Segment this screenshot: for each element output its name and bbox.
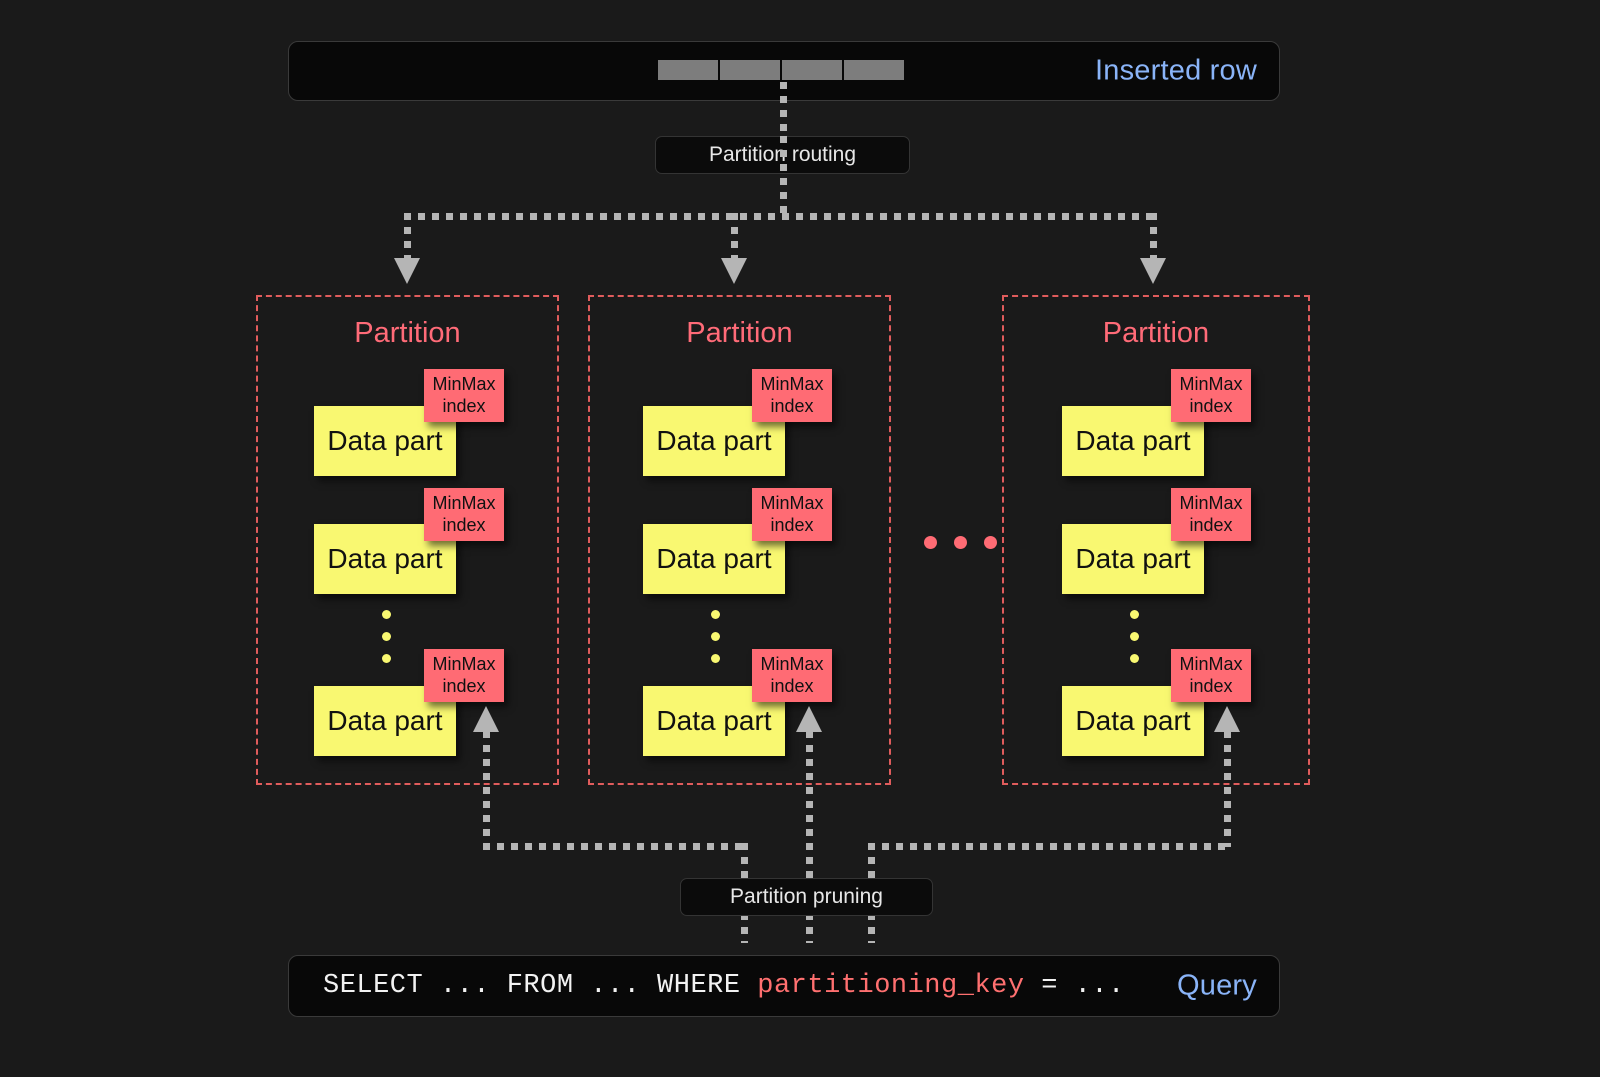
ellipsis-dot (711, 654, 720, 663)
minmax-line-1: MinMax (760, 493, 824, 514)
routing-branch-1 (404, 213, 411, 261)
ellipsis-dot (382, 610, 391, 619)
partition-pruning-label: Partition pruning (730, 885, 883, 908)
partition-box-2: Partition (588, 295, 891, 785)
data-part-box: Data part (314, 686, 456, 756)
partition-box-3: Partition (1002, 295, 1310, 785)
vertical-ellipsis (711, 610, 720, 676)
data-part-label: Data part (1075, 425, 1191, 456)
data-part-box: Data part (314, 406, 456, 476)
minmax-line-2: index (1189, 395, 1233, 416)
query-keyword: partitioning_key (757, 971, 1025, 1001)
minmax-line-2: index (1189, 675, 1233, 696)
routing-branch-3 (1150, 213, 1157, 261)
routing-branch-2 (731, 213, 738, 261)
inserted-row-label: Inserted row (1095, 54, 1257, 87)
ellipsis-dot (382, 632, 391, 641)
data-part-box: Data part (314, 524, 456, 594)
data-part-label: Data part (327, 705, 443, 736)
inserted-row-cells (658, 60, 904, 80)
data-part-label: Data part (1075, 543, 1191, 574)
minmax-line-1: MinMax (1179, 493, 1243, 514)
ellipsis-dot (924, 536, 937, 549)
ellipsis-dot (1130, 654, 1139, 663)
minmax-line-2: index (442, 675, 486, 696)
minmax-line-2: index (770, 395, 814, 416)
pruning-branch-3-vertical (1224, 731, 1231, 847)
data-part-label: Data part (1075, 705, 1191, 736)
partition-title: Partition (354, 317, 461, 349)
minmax-line-1: MinMax (760, 374, 824, 395)
ellipsis-dot (984, 536, 997, 549)
partition-title: Partition (1102, 317, 1210, 349)
minmax-line-2: index (770, 514, 814, 535)
minmax-line-1: MinMax (432, 654, 496, 675)
minmax-line-2: index (1189, 514, 1233, 535)
pruning-branch-2-vertical (806, 731, 813, 943)
ellipsis-dot (1130, 610, 1139, 619)
pruning-arrow-2 (796, 706, 822, 732)
partition-box-1: Partition (256, 295, 559, 785)
data-part-label: Data part (656, 543, 772, 574)
partition-pruning-box: Partition pruning (680, 878, 933, 916)
query-label: Query (1177, 969, 1257, 1002)
pruning-arrow-3 (1214, 706, 1240, 732)
vertical-ellipsis (1130, 610, 1139, 676)
query-code: SELECT ... FROM ... WHERE partitioning_k… (323, 971, 1125, 1001)
minmax-line-2: index (442, 395, 486, 416)
data-part-label: Data part (656, 425, 772, 456)
row-cell (720, 60, 780, 80)
query-panel: SELECT ... FROM ... WHERE partitioning_k… (288, 955, 1280, 1017)
routing-bus-horizontal (404, 213, 1157, 220)
ellipsis-dot (382, 654, 391, 663)
routing-arrow-2 (721, 258, 747, 284)
minmax-line-1: MinMax (432, 493, 496, 514)
minmax-line-1: MinMax (1179, 654, 1243, 675)
row-cell (782, 60, 842, 80)
minmax-line-1: MinMax (432, 374, 496, 395)
query-suffix: = ... (1024, 971, 1125, 1001)
ellipsis-dot (1130, 632, 1139, 641)
pruning-branch-1-horizontal (483, 843, 748, 850)
minmax-line-2: index (770, 675, 814, 696)
minmax-line-1: MinMax (1179, 374, 1243, 395)
partition-title: Partition (686, 317, 793, 349)
data-part-box: Data part (1062, 524, 1204, 594)
pruning-branch-1-vertical (483, 731, 490, 847)
connector-row-to-routing (780, 82, 787, 136)
pruning-arrow-1 (473, 706, 499, 732)
ellipsis-dot (711, 632, 720, 641)
ellipsis-dot (711, 610, 720, 619)
query-prefix: SELECT ... FROM ... WHERE (323, 971, 758, 1001)
vertical-ellipsis (382, 610, 391, 676)
routing-arrow-3 (1140, 258, 1166, 284)
row-cell (844, 60, 904, 80)
routing-arrow-1 (394, 258, 420, 284)
data-part-label: Data part (327, 425, 443, 456)
ellipsis-dot (954, 536, 967, 549)
minmax-line-1: MinMax (760, 654, 824, 675)
row-cell (658, 60, 718, 80)
data-part-label: Data part (656, 705, 772, 736)
horizontal-ellipsis (924, 536, 997, 549)
connector-routing-through (780, 136, 787, 218)
minmax-line-2: index (442, 514, 486, 535)
data-part-label: Data part (327, 543, 443, 574)
pruning-branch-3-horizontal (868, 843, 1231, 850)
